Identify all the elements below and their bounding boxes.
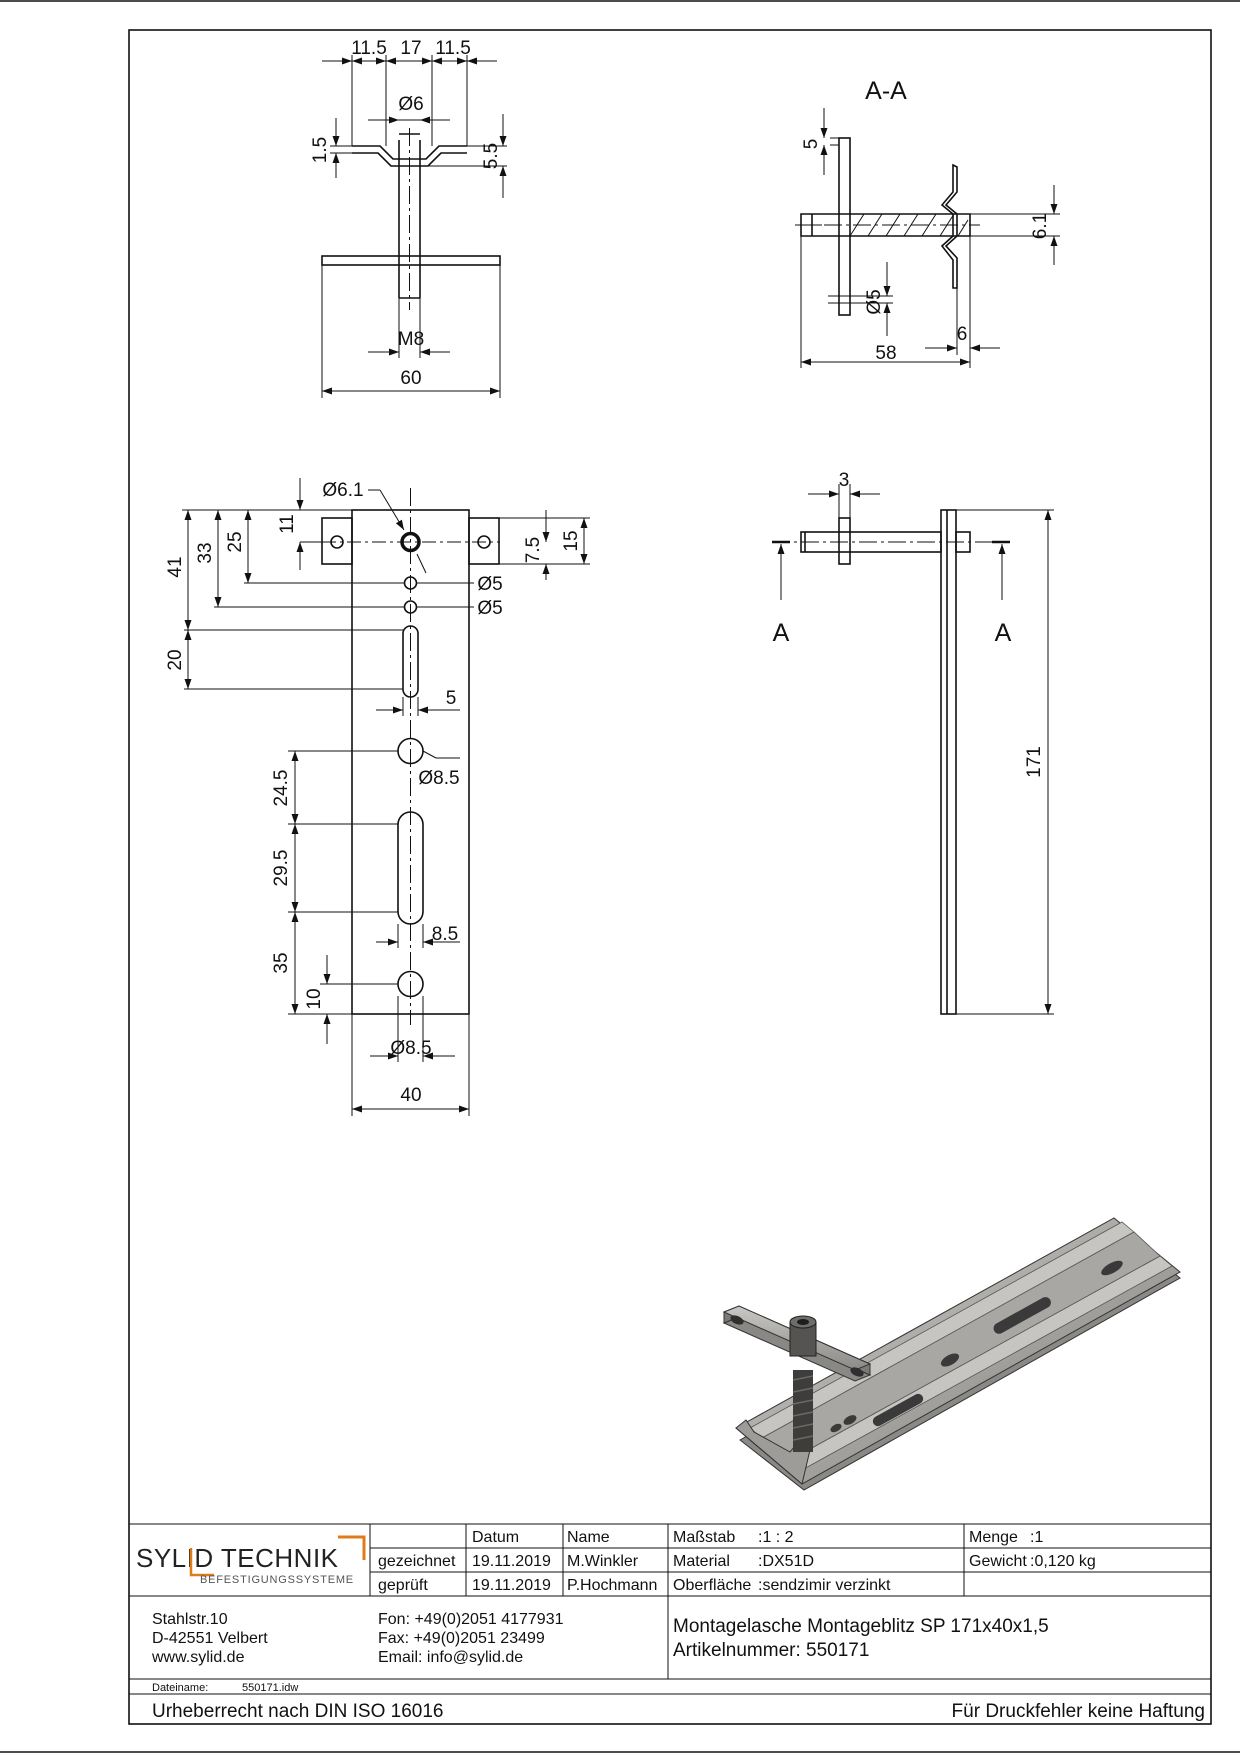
address-street: Stahlstr.10 (152, 1611, 228, 1628)
dim-top-5-5: 5.5 (481, 143, 502, 169)
dim-front-25: 25 (225, 531, 246, 552)
dim-front-dia6-1: Ø6.1 (322, 480, 363, 501)
gewicht-label: Gewicht (969, 1553, 1027, 1570)
menge-label: Menge (969, 1529, 1018, 1546)
dim-top-11-5-left: 11.5 (351, 38, 387, 59)
dim-front-41: 41 (165, 556, 186, 577)
contact-email: Email: info@sylid.de (378, 1649, 523, 1666)
dim-top-17: 17 (400, 38, 421, 59)
dim-front-10: 10 (304, 988, 325, 1009)
row-gezeichnet-date: 19.11.2019 (472, 1553, 551, 1570)
header-name: Name (567, 1529, 610, 1546)
dim-section-6: 6 (957, 324, 968, 345)
section-mark-right: A (995, 619, 1012, 647)
dim-front-dia5-b: Ø5 (477, 598, 502, 619)
row-gezeichnet-name: M.Winkler (567, 1553, 639, 1570)
dim-top-1-5: 1.5 (310, 137, 331, 163)
dim-section-5: 5 (801, 139, 822, 150)
dim-front-slot8-5: 8.5 (432, 924, 458, 945)
oberflaeche-value: :sendzimir verzinkt (758, 1577, 891, 1594)
massstab-value: :1 : 2 (758, 1529, 794, 1546)
dim-top-11-5-right: 11.5 (435, 38, 471, 59)
dim-front-7-5: 7.5 (523, 537, 544, 563)
row-geprueft-date: 19.11.2019 (472, 1577, 551, 1594)
title-block: SYLID TECHNIK BEFESTIGUNGSSYSTEME Datum … (129, 1523, 1211, 1722)
material-label: Material (673, 1553, 730, 1570)
dim-side-3: 3 (839, 470, 850, 491)
dim-section-58: 58 (875, 343, 896, 364)
section-title: A-A (865, 77, 907, 105)
drawing-frame (128, 29, 1212, 1725)
dim-top-60: 60 (400, 368, 421, 389)
section-view-a-a: A-A 58 6 5 6.1 Ø5 (795, 77, 1060, 368)
disclaimer-note: Für Druckfehler keine Haftung (952, 1701, 1205, 1722)
dim-front-29-5: 29.5 (271, 850, 292, 887)
front-view: Ø6.1 11 25 33 41 Ø5 Ø5 15 7.5 20 5 (165, 478, 590, 1116)
dim-top-dia6: Ø6 (398, 94, 423, 115)
address-city: D-42551 Velbert (152, 1630, 268, 1647)
top-view: 11.5 17 11.5 Ø6 1.5 5.5 M8 60 (310, 38, 507, 398)
dim-front-35: 35 (271, 952, 292, 973)
isometric-3d-view (722, 1217, 1181, 1491)
menge-value: :1 (1030, 1529, 1043, 1546)
oberflaeche-label: Oberfläche (673, 1577, 751, 1594)
row-gezeichnet-label: gezeichnet (378, 1553, 456, 1570)
logo-subtitle: BEFESTIGUNGSSYSTEME (200, 1574, 354, 1586)
row-geprueft-label: geprüft (378, 1577, 428, 1594)
dim-front-dia8-5-a: Ø8.5 (418, 768, 459, 789)
side-view: 3 171 A A (772, 470, 1054, 1015)
dim-front-20: 20 (165, 649, 186, 670)
dim-front-40: 40 (400, 1085, 421, 1106)
section-mark-left: A (773, 619, 790, 647)
contact-fax: Fax: +49(0)2051 23499 (378, 1630, 545, 1647)
material-value: :DX51D (758, 1553, 814, 1570)
contact-phone: Fon: +49(0)2051 4177931 (378, 1611, 564, 1628)
address-web: www.sylid.de (151, 1649, 245, 1666)
gewicht-value: :0,120 kg (1030, 1553, 1096, 1570)
dim-front-11: 11 (277, 514, 298, 534)
dim-front-33: 33 (195, 542, 216, 563)
dim-top-m8: M8 (398, 329, 424, 350)
dim-front-slot5: 5 (446, 688, 457, 709)
dim-front-dia5-a: Ø5 (477, 574, 502, 595)
dim-section-6-1: 6.1 (1030, 213, 1051, 239)
product-article: Artikelnummer: 550171 (673, 1640, 869, 1661)
dim-side-171: 171 (1024, 746, 1045, 778)
dim-front-15: 15 (561, 530, 582, 551)
company-logo: SYLID TECHNIK BEFESTIGUNGSSYSTEME (136, 1535, 366, 1586)
dim-front-24-5: 24.5 (271, 770, 292, 807)
product-title: Montagelasche Montageblitz SP 171x40x1,5 (673, 1616, 1049, 1637)
row-geprueft-name: P.Hochmann (567, 1577, 657, 1594)
header-datum: Datum (472, 1529, 519, 1546)
logo-text: SYLID TECHNIK (136, 1543, 339, 1573)
massstab-label: Maßstab (673, 1529, 735, 1546)
dim-front-dia8-5-b: Ø8.5 (390, 1038, 431, 1059)
file-label: Dateiname: (152, 1682, 208, 1694)
dim-section-dia5: Ø5 (864, 289, 885, 314)
copyright-note: Urheberrecht nach DIN ISO 16016 (152, 1701, 444, 1722)
file-value: 550171.idw (242, 1682, 298, 1694)
